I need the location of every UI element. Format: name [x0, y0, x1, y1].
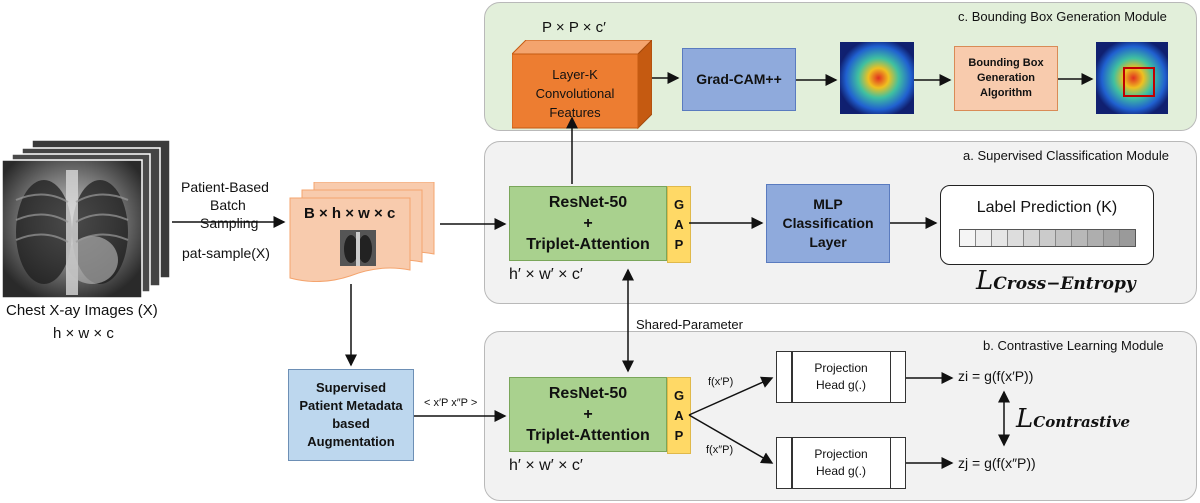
gap-layer-top: G A P	[667, 186, 691, 263]
bbox-output-image	[1096, 42, 1168, 114]
shared-parameter-label: Shared-Parameter	[636, 317, 743, 332]
resnet-bottom-line-1: ResNet-50	[548, 385, 628, 402]
con-loss-subscript: Contrastive	[1033, 413, 1130, 431]
bbox-algorithm-box: Bounding Box Generation Algorithm	[954, 46, 1058, 111]
projection-head-1: Projection Head g(.)	[776, 351, 906, 403]
conv-features-label: Layer-K Convolutional Features	[512, 58, 638, 128]
gap-top-p: P	[674, 236, 684, 252]
sampling-label-3: Sampling	[200, 215, 259, 231]
contrastive-loss: LContrastive	[1016, 404, 1130, 434]
input-caption: Chest X-ay Images (X)	[6, 302, 158, 319]
heatmap-image	[840, 42, 914, 114]
resnet-top-line-2: +	[583, 215, 593, 232]
batch-stack	[288, 181, 438, 282]
ce-loss-subscript: Cross−Entropy	[993, 274, 1136, 294]
arrow-gap-to-proj1	[688, 376, 774, 416]
contrastive-module-title: b. Contrastive Learning Module	[983, 338, 1164, 353]
cross-entropy-loss: LCross−Entropy	[976, 266, 1136, 296]
batch-dimensions: B × h × w × c	[304, 205, 396, 222]
sampling-label-1: Patient-Based	[181, 179, 269, 195]
proj2-line-2: Head g(.)	[815, 464, 867, 478]
gap-layer-bottom: G A P	[667, 377, 691, 454]
gap-top-g: G	[673, 196, 685, 212]
aug-line-4: Augmentation	[307, 434, 395, 449]
arrow-gap-to-proj2	[688, 414, 774, 464]
projection-head-2: Projection Head g(.)	[776, 437, 906, 489]
resnet-top-line-3: Triplet-Attention	[526, 236, 650, 253]
mlp-line-2: Classification	[782, 215, 874, 231]
aug-line-1: Supervised	[315, 380, 387, 395]
mlp-classification-layer: MLP Classification Layer	[766, 184, 890, 263]
gap-top-a: A	[674, 216, 684, 232]
gap-bottom-p: P	[674, 427, 684, 443]
feature-map-dimensions-bottom: h′ × w′ × c′	[509, 457, 583, 474]
feature-dimensions: P × P × c′	[542, 19, 606, 36]
conv-line-1: Layer-K	[552, 66, 598, 82]
sampling-label-2: Batch	[210, 197, 246, 213]
gradcam-box: Grad-CAM++	[682, 48, 796, 111]
zj-output: zj = g(f(x″P))	[958, 455, 1036, 471]
mlp-line-1: MLP	[813, 196, 843, 212]
gap-bottom-g: G	[673, 387, 685, 403]
proj2-line-1: Projection	[814, 447, 868, 461]
prediction-vector	[959, 229, 1136, 247]
algo-line-2: Generation	[976, 72, 1036, 84]
bbox-heatmap-icon	[1096, 42, 1168, 114]
augmentation-box: Supervised Patient Metadata based Augmen…	[288, 369, 414, 461]
ce-loss-symbol: L	[976, 266, 994, 296]
xray-image-stack	[1, 139, 172, 299]
sampling-function: pat-sample(X)	[182, 245, 270, 261]
aug-line-2: Patient Metadata	[299, 398, 403, 413]
conv-line-2: Convolutional	[535, 85, 615, 101]
resnet-top-line-1: ResNet-50	[548, 194, 628, 211]
proj1-line-1: Projection	[814, 361, 868, 375]
proj1-line-2: Head g(.)	[815, 378, 867, 392]
aug-line-3: based	[332, 416, 370, 431]
zi-output: zi = g(f(x′P))	[958, 368, 1034, 384]
batch-document-icon	[289, 181, 435, 282]
conv-features-cube	[510, 38, 654, 130]
xray-image-icon	[1, 139, 171, 299]
pair-label: < x′P x″P >	[424, 397, 478, 409]
label-prediction-title: Label Prediction (K)	[976, 199, 1118, 216]
heatmap-icon	[840, 42, 914, 114]
input-dimensions: h × w × c	[53, 325, 114, 342]
resnet-bottom-line-3: Triplet-Attention	[526, 427, 650, 444]
algo-line-1: Bounding Box	[968, 57, 1044, 69]
feature-map-dimensions-top: h′ × w′ × c′	[509, 266, 583, 283]
algo-line-3: Algorithm	[980, 87, 1032, 99]
label-prediction-box: Label Prediction (K)	[940, 185, 1154, 265]
resnet-bottom-line-2: +	[583, 406, 593, 423]
bbox-module-title: c. Bounding Box Generation Module	[958, 9, 1167, 24]
f-x-prime-label: f(x′P)	[708, 376, 734, 388]
conv-line-3: Features	[549, 104, 601, 120]
f-x-double-prime-label: f(x″P)	[706, 444, 734, 456]
resnet-backbone-bottom: ResNet-50 + Triplet-Attention	[509, 377, 667, 452]
resnet-backbone-top: ResNet-50 + Triplet-Attention	[509, 186, 667, 261]
mlp-line-3: Layer	[809, 234, 847, 250]
gap-bottom-a: A	[674, 407, 684, 423]
classification-module-title: a. Supervised Classification Module	[963, 148, 1169, 163]
con-loss-symbol: L	[1016, 404, 1034, 434]
